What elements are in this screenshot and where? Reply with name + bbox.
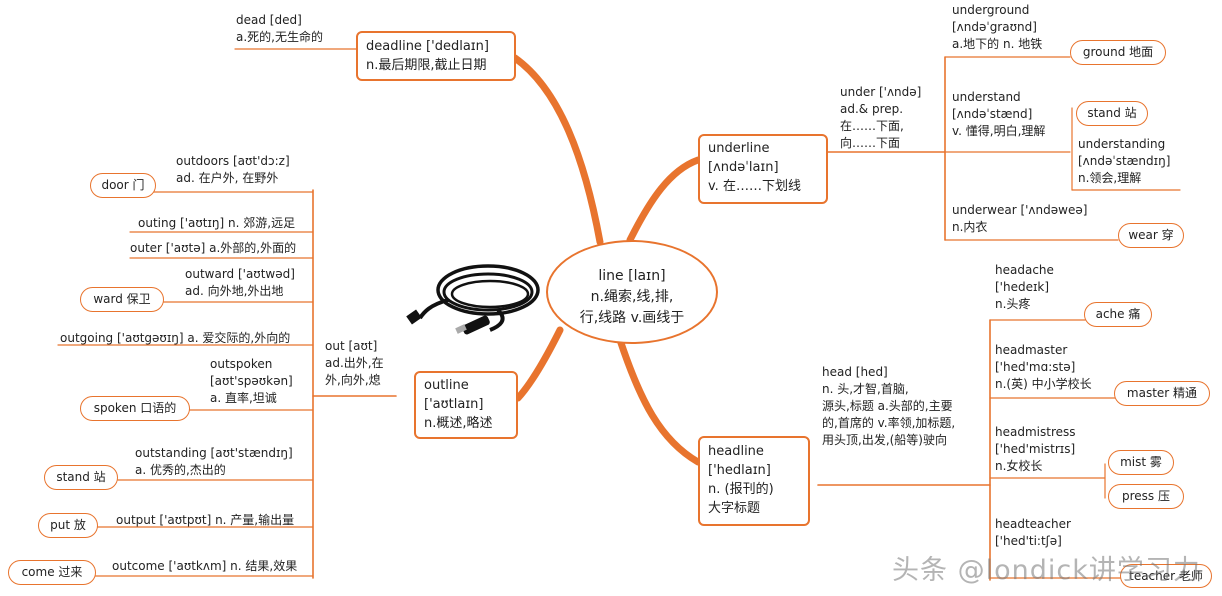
headmistress-text: headmistress['hed'mistrɪs]n.女校长 (995, 425, 1076, 473)
head-text: head [hed]n. 头,才智,首脑,源头,标题 a.头部的,主要的,首席的… (822, 365, 956, 447)
pill-stand: stand 站 (1076, 101, 1148, 126)
underline-node: underline[ʌndəˈlaɪn]v. 在……下划线 (698, 134, 828, 204)
outgoing-text: outgoing ['aʊtgəʊɪŋ] a. 爱交际的,外向的 (60, 331, 291, 345)
pill-master: master 精通 (1114, 381, 1210, 406)
branch-headline (616, 336, 702, 466)
out-text: out [aʊt]ad.出外,在外,向外,熄 (325, 339, 384, 387)
branch-deadline (511, 54, 604, 246)
branch-underline (626, 156, 702, 244)
outdoors-text: outdoors [aʊt'dɔ:z]ad. 在户外, 在野外 (176, 154, 290, 185)
understanding-text: understanding[ʌndəˈstændɪŋ]n.领会,理解 (1078, 137, 1171, 185)
pill-wear: wear 穿 (1118, 223, 1184, 248)
output-text: output ['aʊtpʊt] n. 产量,输出量 (116, 513, 295, 527)
headache-text: headache['hedeɪk]n.头疼 (995, 263, 1054, 311)
headmaster-text: headmaster['hed'mɑ:stə]n.(英) 中小学校长 (995, 343, 1092, 391)
pill-put: put 放 (38, 513, 98, 538)
outward-text: outward ['aʊtwəd]ad. 向外地,外出地 (185, 267, 295, 298)
pill-teacher: teacher 老师 (1120, 564, 1212, 588)
underground-text: underground[ʌndəˈgraʊnd]a.地下的 n. 地铁 (952, 3, 1043, 51)
pill-come: come 过来 (8, 560, 96, 585)
under-text: under ['ʌndə]ad.& prep.在……下面,向……下面 (840, 85, 922, 150)
watermark: 头条 @londick讲学习力 (892, 555, 1201, 586)
underwear-text: underwear ['ʌndəweə]n.内衣 (952, 203, 1088, 234)
pill-ground: ground 地面 (1070, 40, 1166, 65)
outcome-text: outcome ['aʊtkʌm] n. 结果,效果 (112, 559, 298, 573)
pill-ward: ward 保卫 (80, 287, 164, 312)
outstanding-text: outstanding [aʊt'stændɪŋ]a. 优秀的,杰出的 (135, 446, 293, 477)
outline-node: outline['aʊtlaɪn]n.概述,略述 (414, 371, 518, 439)
outspoken-text: outspoken[aʊt'spəʊkən]a. 直率,坦诚 (210, 357, 293, 405)
pill-press: press 压 (1108, 484, 1184, 509)
dead-text: dead [ded]a.死的,无生命的 (236, 13, 323, 44)
understand-text: understand[ʌndəˈstænd]v. 懂得,明白,理解 (952, 90, 1046, 138)
pill-stand-out: stand 站 (44, 465, 118, 490)
outer-text: outer ['aʊtə] a.外部的,外面的 (130, 241, 297, 255)
pill-door: door 门 (90, 173, 156, 198)
outing-text: outing ['aʊtɪŋ] n. 郊游,远足 (138, 216, 296, 230)
center-word: line [laɪn] (598, 268, 666, 284)
branch-outline (514, 326, 564, 402)
pill-mist: mist 雾 (1108, 450, 1174, 475)
pill-spoken: spoken 口语的 (80, 396, 190, 421)
deadline-node: deadline ['dedlaɪn]n.最后期限,截止日期 (356, 31, 516, 81)
center-node: line [laɪn] n.绳索,线,排, 行,线路 v.画线于 (546, 240, 718, 344)
headline-node: headline['hedlaɪn]n. (报刊的)大字标题 (698, 436, 810, 526)
cable-icon (418, 264, 540, 332)
pill-ache: ache 痛 (1084, 302, 1152, 327)
headteacher-text: headteacher['hed'ti:tʃə] (995, 517, 1071, 548)
